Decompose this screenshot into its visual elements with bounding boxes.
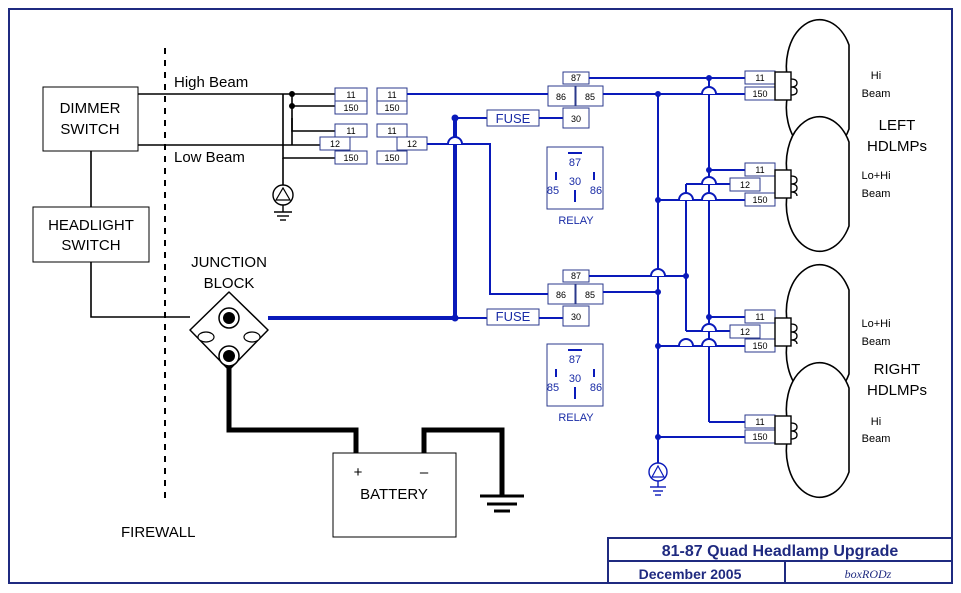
high-beam-label: High Beam [174, 74, 248, 91]
svg-text:150: 150 [343, 153, 358, 163]
right-label-2: HDLMPs [867, 382, 927, 399]
battery-plus: + [354, 464, 363, 481]
left-label-1: LEFT [879, 117, 916, 134]
dimmer-label-2: SWITCH [60, 121, 119, 138]
right-label-1: RIGHT [874, 361, 921, 378]
battery-negative-cable [421, 427, 505, 496]
hb-11-wire [291, 118, 335, 132]
splice-dot [706, 75, 712, 81]
lamp2-label-lohi: Lo+Hi [861, 170, 890, 182]
svg-text:30: 30 [571, 312, 581, 322]
svg-text:11: 11 [387, 126, 396, 136]
svg-text:12: 12 [330, 139, 340, 149]
junction-block [189, 291, 269, 371]
svg-text:87: 87 [569, 157, 581, 169]
svg-text:85: 85 [547, 382, 559, 394]
relay-pinout-top: 87 30 85 86 [546, 146, 604, 210]
splice-dot [683, 273, 689, 279]
title-block [607, 537, 953, 584]
fuse-top-label: FUSE [496, 111, 531, 126]
lamp-connector-2: 11 12 150 [729, 162, 776, 207]
svg-text:12: 12 [740, 327, 750, 337]
title-text: 81-87 Quad Headlamp Upgrade [662, 543, 899, 560]
junction-label-1: JUNCTION [191, 254, 267, 271]
junction-label-2: BLOCK [204, 275, 255, 292]
dimmer-label-1: DIMMER [60, 100, 121, 117]
relay-top-connector: 87 86 85 30 [547, 71, 604, 129]
dimmer-switch-box [42, 86, 139, 152]
lamp1-label-hi: Hi [871, 70, 881, 82]
lamp-connector-1: 11 150 [744, 70, 776, 101]
svg-text:150: 150 [384, 153, 399, 163]
lamp-connector-3: 11 12 150 [729, 309, 776, 353]
relay-pinout-bottom: 87 30 85 86 [546, 343, 604, 407]
battery-box [332, 452, 457, 538]
date-text: December 2005 [639, 566, 742, 582]
splice-dot [289, 103, 295, 109]
svg-text:11: 11 [346, 126, 355, 136]
firewall-label: FIREWALL [121, 524, 195, 541]
relay-bottom-label: RELAY [558, 412, 594, 424]
svg-text:12: 12 [407, 139, 417, 149]
headlight-junction-wire [90, 262, 190, 318]
connector-left-a: 11 150 11 150 [334, 87, 408, 115]
lamp3-label-beam: Beam [862, 336, 891, 348]
battery-label: BATTERY [360, 486, 428, 503]
lamp4-label-hi: Hi [871, 416, 881, 428]
svg-text:85: 85 [585, 92, 595, 102]
svg-text:30: 30 [569, 176, 581, 188]
lamp1-label-beam: Beam [862, 88, 891, 100]
diode-icon [650, 464, 666, 478]
svg-text:150: 150 [343, 103, 358, 113]
headlight-label-2: SWITCH [61, 237, 120, 254]
svg-text:85: 85 [547, 185, 559, 197]
svg-text:11: 11 [755, 417, 764, 427]
svg-text:87: 87 [571, 271, 581, 281]
battery-minus: – [420, 464, 429, 481]
svg-text:150: 150 [384, 103, 399, 113]
fuse-bottom-label: FUSE [496, 309, 531, 324]
lamp4-label-beam: Beam [862, 433, 891, 445]
splice-dot [655, 289, 661, 295]
svg-text:30: 30 [569, 373, 581, 385]
headlight-label-1: HEADLIGHT [48, 217, 134, 234]
lamp2-label-beam: Beam [862, 188, 891, 200]
lamp-connector-4: 11 150 [744, 414, 776, 444]
splice-dot [289, 91, 295, 97]
svg-text:150: 150 [752, 432, 767, 442]
svg-text:150: 150 [752, 89, 767, 99]
svg-text:12: 12 [740, 180, 750, 190]
svg-text:86: 86 [556, 290, 566, 300]
svg-text:11: 11 [755, 312, 764, 322]
svg-text:11: 11 [387, 90, 396, 100]
author-text: boxRODz [845, 567, 892, 581]
svg-text:87: 87 [569, 354, 581, 366]
headlamp-4-icon [774, 361, 850, 499]
svg-text:85: 85 [585, 290, 595, 300]
svg-text:11: 11 [755, 165, 764, 175]
wire-crossovers [447, 86, 717, 347]
svg-text:30: 30 [571, 114, 581, 124]
connector-left-b: 11 12 150 11 12 150 [319, 123, 428, 165]
svg-text:11: 11 [346, 90, 355, 100]
svg-text:150: 150 [752, 195, 767, 205]
svg-text:150: 150 [752, 341, 767, 351]
low-beam-label: Low Beam [174, 149, 245, 166]
headlamp-2-icon [774, 115, 850, 253]
svg-text:87: 87 [571, 73, 581, 83]
left-label-2: HDLMPs [867, 138, 927, 155]
lb-control-wire [427, 143, 548, 295]
diagram-frame [8, 8, 953, 584]
lamp3-label-lohi: Lo+Hi [861, 318, 890, 330]
diode-icon [274, 186, 292, 201]
svg-text:86: 86 [590, 382, 602, 394]
svg-text:86: 86 [556, 92, 566, 102]
headlight-switch-box [32, 206, 150, 263]
battery-positive-cable [226, 366, 359, 453]
svg-text:11: 11 [755, 73, 764, 83]
svg-text:86: 86 [590, 185, 602, 197]
relay-top-label: RELAY [558, 215, 594, 227]
relay-bottom-connector: 87 86 85 30 [547, 269, 604, 327]
